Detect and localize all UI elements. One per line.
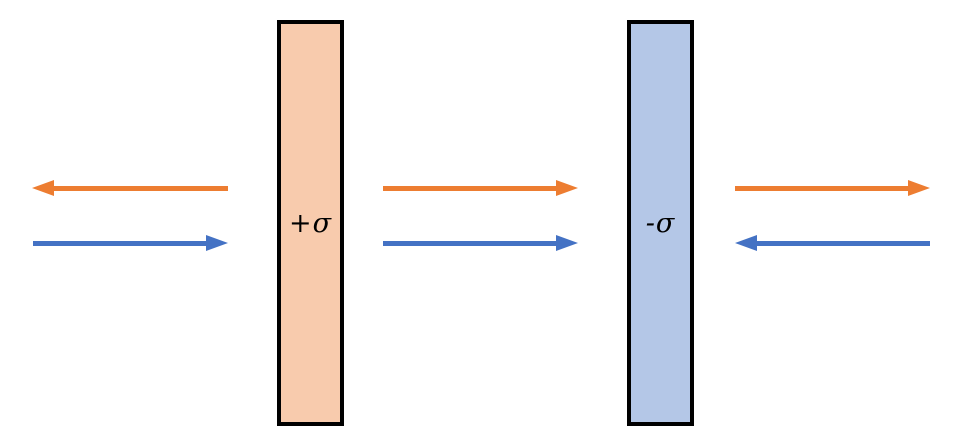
e-minus-arrow-left-region — [33, 235, 228, 252]
arrow-head-icon — [735, 235, 757, 251]
arrow-head-icon — [556, 235, 578, 251]
e-plus-arrow-middle-region — [383, 180, 578, 197]
arrow-head-icon — [908, 180, 930, 196]
negative-sheet: -σ — [627, 20, 694, 426]
arrow-shaft — [383, 241, 558, 246]
arrow-shaft — [33, 241, 208, 246]
arrow-shaft — [735, 186, 910, 191]
arrow-shaft — [755, 241, 930, 246]
e-minus-arrow-middle-region — [383, 235, 578, 252]
arrow-head-icon — [206, 235, 228, 251]
e-plus-arrow-left-region — [32, 180, 228, 197]
e-plus-arrow-right-region — [735, 180, 930, 197]
positive-sheet-label: +σ — [288, 207, 333, 239]
arrow-head-icon — [32, 180, 54, 196]
negative-sheet-label: -σ — [645, 207, 676, 239]
positive-sheet: +σ — [277, 20, 344, 426]
arrow-shaft — [383, 186, 558, 191]
arrow-head-icon — [556, 180, 578, 196]
e-minus-arrow-right-region — [735, 235, 930, 252]
arrow-shaft — [52, 186, 228, 191]
